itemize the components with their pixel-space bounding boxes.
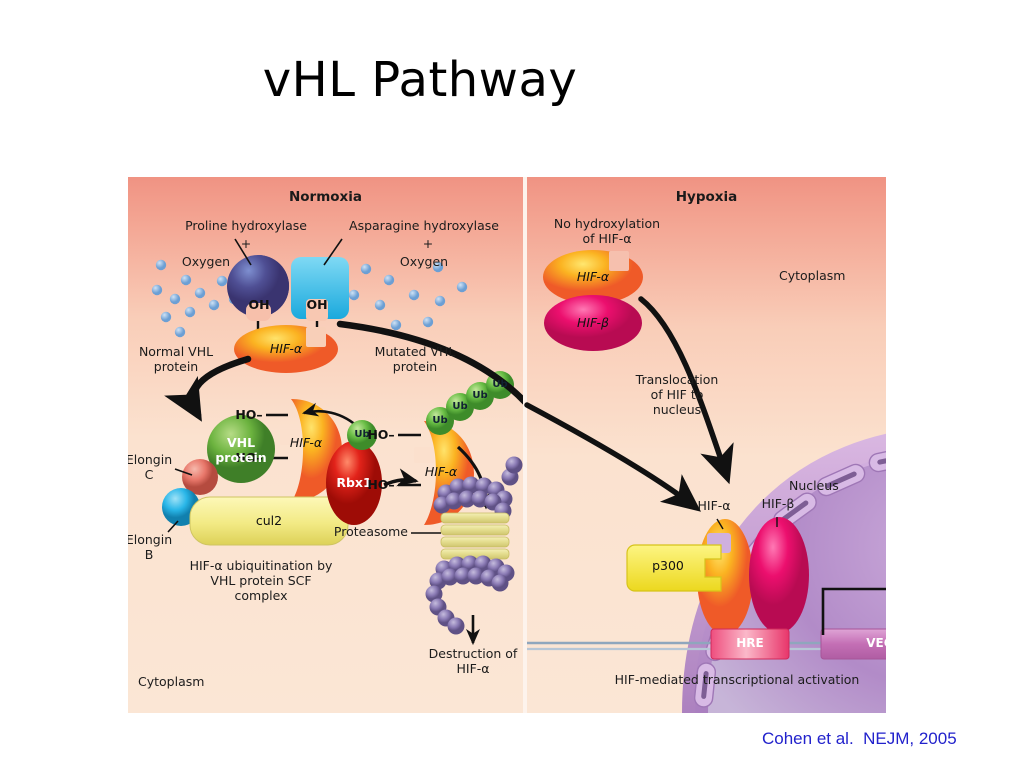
panel-title-normoxia: Normoxia (288, 189, 363, 205)
arrow-normal-vhl (164, 355, 252, 422)
label-normal-vhl-protein: Normal VHL protein (138, 344, 214, 374)
elongin-c-leader (174, 468, 193, 476)
vegf-shape (820, 628, 886, 660)
label-scf-caption: HIF-α ubiquitination by VHL protein SCF … (189, 558, 333, 603)
pathway-figure: Normoxia (128, 177, 886, 713)
elongin-c-shape (182, 459, 218, 495)
label-plus-left: + (240, 236, 252, 251)
normoxia-graphics-layer (151, 238, 530, 646)
rbx1-shape (326, 441, 382, 525)
ub-single-shape (347, 420, 377, 450)
proteasome-shape (411, 456, 523, 635)
hif-dimer-cytoplasm-shape (543, 250, 643, 351)
label-asparagine-hydroxylase: Asparagine hydroxylase (349, 218, 499, 233)
label-destruction: Destruction of HIF-α (428, 646, 518, 676)
arrow-translocation-2 (524, 402, 702, 512)
label-elongin-c: Elongin C (128, 452, 173, 482)
page-title: vHL Pathway (262, 52, 578, 108)
label-proteasome: Proteasome (333, 524, 408, 539)
panel-normoxia: Normoxia (128, 177, 530, 713)
hre-shape (710, 628, 790, 660)
label-oxygen-left: Oxygen (181, 254, 231, 269)
label-translocation: Translocation of HIF to nucleus (635, 372, 719, 417)
oxygen-dots-right (348, 261, 468, 331)
panel-hypoxia: Hypoxia (524, 177, 886, 713)
label-nucleus: Nucleus (789, 478, 839, 493)
label-hif-beta-nuc: HIF-β (761, 496, 795, 511)
asparagine-leader (323, 238, 343, 266)
arrow-to-ubiquitinated (383, 468, 419, 487)
label-oxygen-right: Oxygen (399, 254, 449, 269)
label-no-hydroxylation: No hydroxylation of HIF-α (553, 216, 661, 246)
elongin-b-leader (167, 520, 179, 533)
hif-alpha-nuc-leader (716, 518, 724, 530)
p300-shape (626, 544, 722, 592)
panel-title-hypoxia: Hypoxia (675, 189, 738, 205)
hif-alpha-top-shape (234, 325, 338, 373)
label-hif-alpha-nuc: HIF-α (697, 498, 731, 513)
citation-text: Cohen et al. NEJM, 2005 (762, 729, 957, 748)
label-plus-right: + (422, 236, 434, 251)
proline-hydroxylase-shape (227, 254, 290, 321)
oxygen-dots-left (151, 259, 240, 338)
label-proline-hydroxylase: Proline hydroxylase (185, 218, 307, 233)
proline-leader (234, 238, 252, 266)
arrow-translocation-1 (638, 296, 734, 485)
panel-divider (523, 177, 527, 713)
hypoxia-graphics-layer (524, 250, 886, 713)
label-cytoplasm-normoxia: Cytoplasm (138, 674, 205, 689)
label-mutated-vhl-protein: Mutated VHL protein (374, 344, 456, 374)
label-elongin-b: Elongin B (128, 532, 173, 562)
asparagine-hydroxylase-shape (291, 257, 349, 321)
arrow-mutated-vhl-start (336, 320, 530, 407)
label-transcription-caption: HIF-mediated transcriptional activation (614, 672, 860, 687)
arrow-transcription (821, 587, 886, 635)
vhl-protein-shape (207, 415, 275, 483)
label-cytoplasm-hypoxia: Cytoplasm (779, 268, 846, 283)
